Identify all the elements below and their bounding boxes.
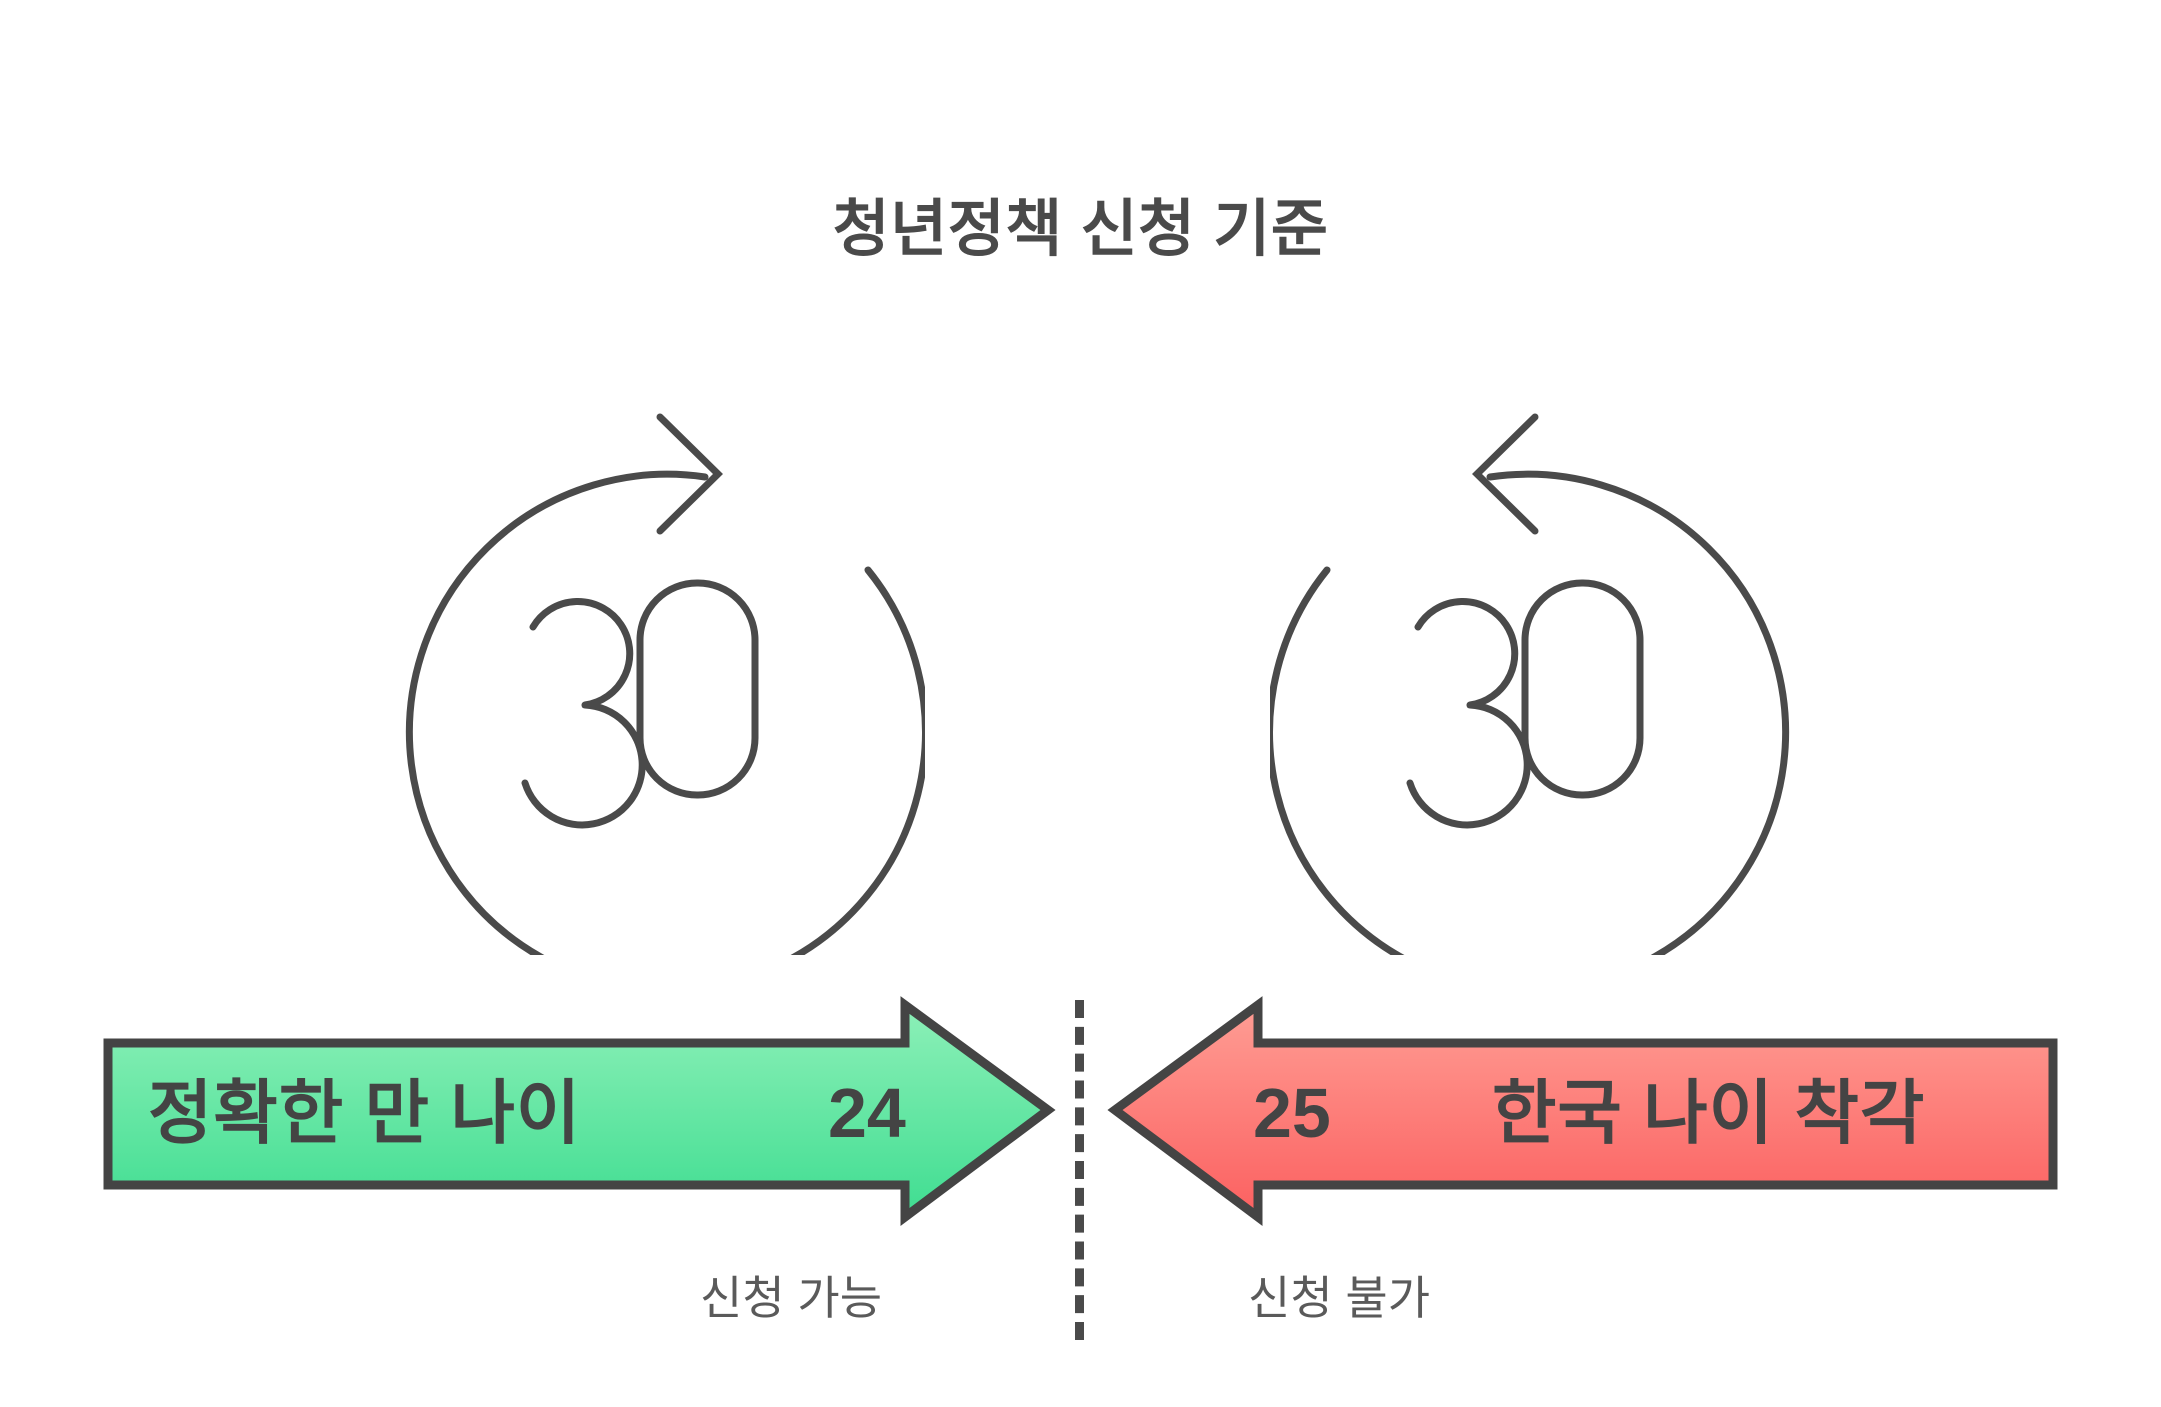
threshold-divider [1075, 1000, 1084, 1340]
caption-eligible: 신청 가능 [700, 1272, 883, 1324]
forward-30-icon [405, 395, 929, 994]
eligible-arrow-shape [103, 996, 1056, 1226]
rewind-arrowhead [1472, 413, 1539, 535]
forward-30-icon-svg [405, 413, 929, 994]
digit-three-glyph [1406, 598, 1531, 829]
rewind-30-icon-svg [1266, 413, 1790, 994]
forward-arrowhead [656, 413, 723, 535]
eligible-arrow-value: 24 [828, 1074, 906, 1152]
ineligible-arrow-shape [1107, 996, 2058, 1226]
eligible-arrow-label: 정확한 만 나이 [148, 1074, 582, 1152]
digit-zero-glyph [636, 579, 759, 799]
forward-arc [405, 470, 929, 994]
arrow-band-svg [103, 996, 2058, 1226]
page-title: 청년정책 신청 기준 [832, 195, 1329, 264]
ineligible-arrow-label: 한국 나이 착각 [1492, 1074, 1926, 1152]
digit-three-glyph [521, 598, 646, 829]
digit-zero-glyph [1521, 579, 1644, 799]
ineligible-arrow-value: 25 [1253, 1074, 1331, 1152]
caption-ineligible: 신청 불가 [1248, 1272, 1431, 1324]
rewind-30-icon [1266, 395, 1790, 994]
arrow-band [0, 985, 2161, 1245]
